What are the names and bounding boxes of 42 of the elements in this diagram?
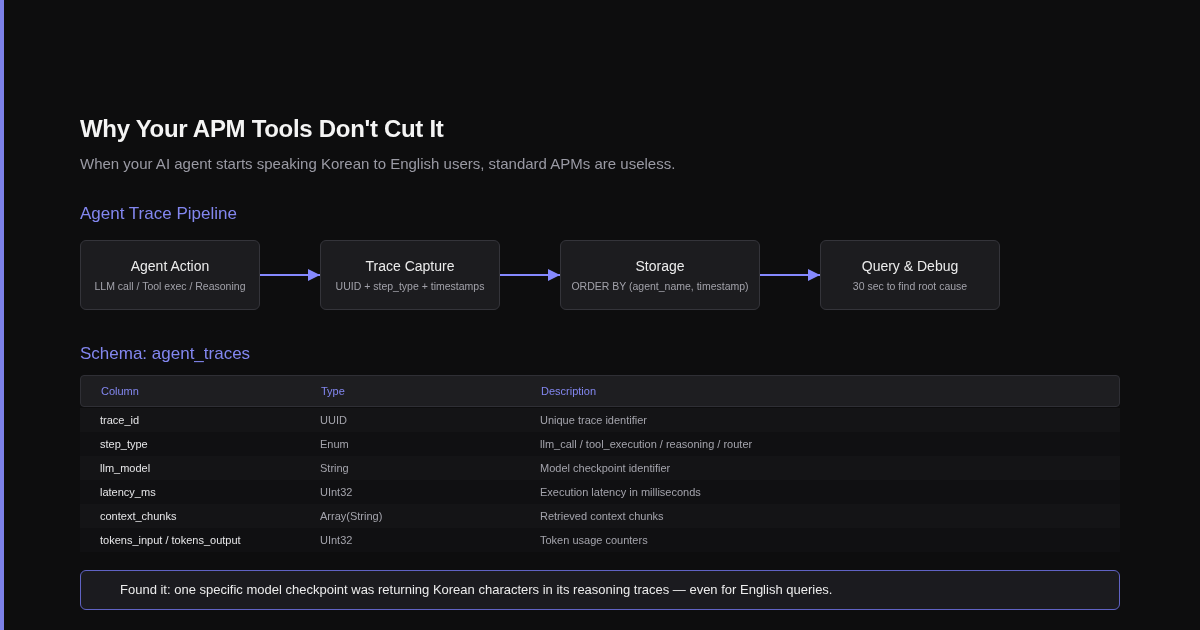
field-name: llm_model bbox=[100, 461, 151, 475]
data-type: UInt32 bbox=[320, 485, 353, 499]
column-heading: Type bbox=[321, 384, 345, 398]
field-name: trace_id bbox=[100, 413, 140, 427]
field-name: tokens_input / tokens_output bbox=[100, 533, 241, 547]
callout-box bbox=[80, 570, 1120, 610]
data-type: Enum bbox=[320, 437, 349, 451]
data-type: UInt32 bbox=[320, 533, 353, 547]
data-type: Array(String) bbox=[320, 509, 383, 523]
process-box bbox=[320, 240, 500, 310]
field-description: Retrieved context chunks bbox=[540, 509, 664, 523]
field-description: Unique trace identifier bbox=[540, 413, 647, 427]
field-description: Execution latency in milliseconds bbox=[540, 485, 701, 499]
arrow bbox=[499, 269, 561, 281]
step-title: Storage bbox=[635, 257, 685, 275]
field-description: llm_call / tool_execution / reasoning / router bbox=[540, 437, 753, 451]
field-name: step_type bbox=[100, 437, 148, 451]
step-detail: ORDER BY (agent_name, timestamp) bbox=[571, 279, 749, 293]
process-box bbox=[820, 240, 1000, 310]
step-title: Agent Action bbox=[130, 257, 210, 275]
data-type: UUID bbox=[320, 413, 347, 427]
callout-text: Found it: one specific model checkpoint was returning Korean characters in its reasoning traces — even for English queries. bbox=[120, 582, 833, 598]
field-name: context_chunks bbox=[100, 509, 177, 523]
step-detail: 30 sec to find root cause bbox=[852, 279, 968, 293]
section-heading: Agent Trace Pipeline bbox=[80, 204, 237, 225]
step-detail: LLM call / Tool exec / Reasoning bbox=[94, 279, 246, 293]
section-heading: Schema: agent_traces bbox=[80, 344, 251, 365]
step-detail: UUID + step_type + timestamps bbox=[335, 279, 485, 293]
column-heading: Column bbox=[101, 384, 139, 398]
process-box bbox=[560, 240, 760, 310]
data-type: String bbox=[320, 461, 349, 475]
arrow bbox=[759, 269, 821, 281]
page-title: Why Your APM Tools Don't Cut It bbox=[80, 115, 444, 144]
arrow bbox=[259, 269, 321, 281]
column-heading: Description bbox=[541, 384, 597, 398]
field-description: Model checkpoint identifier bbox=[540, 461, 671, 475]
field-name: latency_ms bbox=[100, 485, 156, 499]
step-title: Query & Debug bbox=[861, 257, 959, 275]
step-title: Trace Capture bbox=[365, 257, 455, 275]
subtitle: When your AI agent starts speaking Korean to English users, standard APMs are useless. bbox=[80, 155, 676, 173]
field-description: Token usage counters bbox=[540, 533, 648, 547]
process-box bbox=[80, 240, 260, 310]
